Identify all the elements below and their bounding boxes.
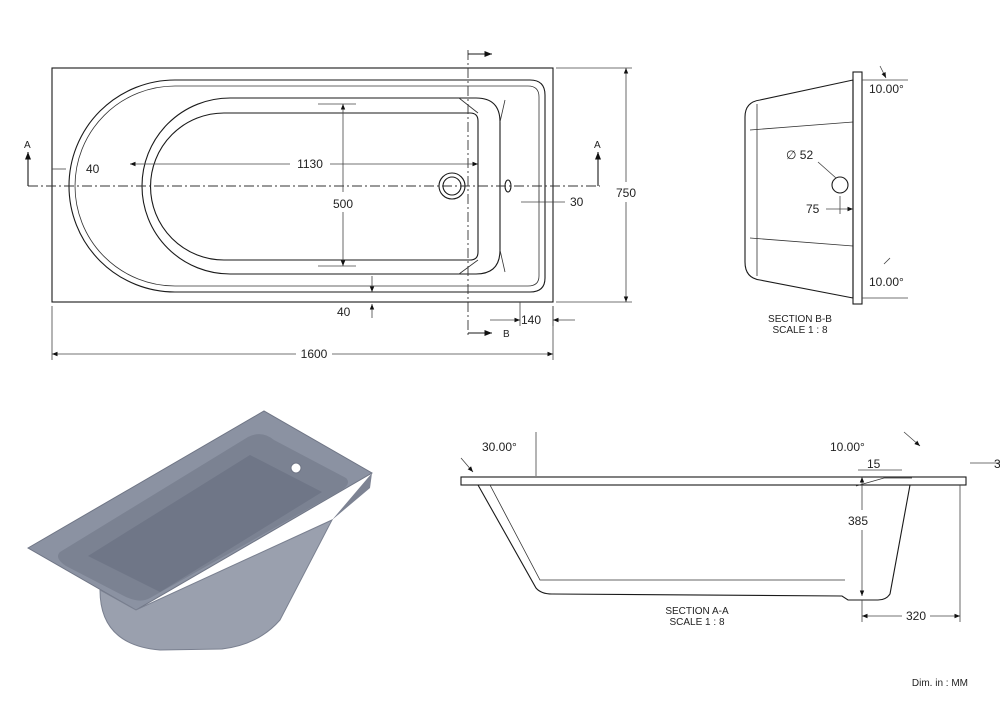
section-a-outline: [477, 484, 911, 601]
plan-view: B A A 1600 750 1130 500 40 40: [24, 50, 636, 361]
section-a-scale: SCALE 1 : 8: [669, 617, 724, 628]
section-a-depth: 385: [848, 514, 868, 528]
section-a-edge-height: 3: [994, 457, 1000, 471]
dim-overall-width: 750: [616, 186, 636, 200]
dim-end-deck: 140: [521, 313, 541, 327]
section-a-view: 30.00° 10.00° 15 3 385 320 SECTION A-A S…: [460, 431, 1000, 628]
section-a-title: SECTION A-A: [665, 606, 729, 617]
section-b-title: SECTION B-B: [768, 314, 832, 325]
section-a-end-lip: [855, 477, 912, 487]
render-drain-hole: [290, 462, 302, 474]
dim-inner-length: 1130: [297, 157, 323, 171]
section-a-angle-left: 30.00°: [482, 440, 517, 454]
render-outer-wall: [99, 518, 334, 651]
section-b-angle-top: 10.00°: [869, 82, 904, 96]
section-b-overflow-hole: [831, 176, 849, 194]
dim-bottom-rim: 40: [337, 305, 351, 319]
section-a-inner-line: [489, 484, 845, 581]
dim-overall-length: 1600: [301, 347, 328, 361]
bathtub-3d-render: [0, 0, 374, 651]
render-basin-floor: [88, 455, 322, 592]
plan-bath-inner-edge: [74, 85, 540, 287]
section-b-hole-offset: 75: [806, 202, 820, 216]
section-b-marker: B: [503, 329, 510, 340]
dim-left-rim: 40: [86, 162, 100, 176]
render-color-ref: [0, 0, 1, 1]
section-a-angle-right: 10.00°: [830, 440, 865, 454]
section-b-hole-diameter: ∅ 52: [786, 148, 813, 162]
section-a-rim-thickness: 15: [867, 457, 881, 471]
plan-bath-outline: [68, 79, 546, 293]
section-b-view: 10.00° 10.00° ∅ 52 75 SECTION B-B SCALE …: [744, 65, 908, 336]
render-rim-edge: [332, 473, 372, 520]
plan-basin-floor: [150, 112, 479, 261]
section-a-marker-right: A: [594, 140, 601, 151]
plan-basin-corner-lines: [458, 97, 506, 275]
section-a-base-offset: 320: [906, 609, 926, 623]
section-a-marker-left: A: [24, 140, 31, 151]
section-b-rim: [852, 71, 863, 305]
section-a-rim: [460, 476, 967, 486]
section-b-scale: SCALE 1 : 8: [772, 325, 827, 336]
section-b-outline: [744, 79, 854, 299]
plan-outer-rim: [51, 67, 554, 303]
dim-inner-width: 500: [333, 197, 353, 211]
dim-drain-offset: 30: [570, 195, 584, 209]
section-b-angle-bottom: 10.00°: [869, 275, 904, 289]
section-b-bands: [749, 121, 854, 247]
units-note: Dim. in : MM: [912, 678, 968, 689]
